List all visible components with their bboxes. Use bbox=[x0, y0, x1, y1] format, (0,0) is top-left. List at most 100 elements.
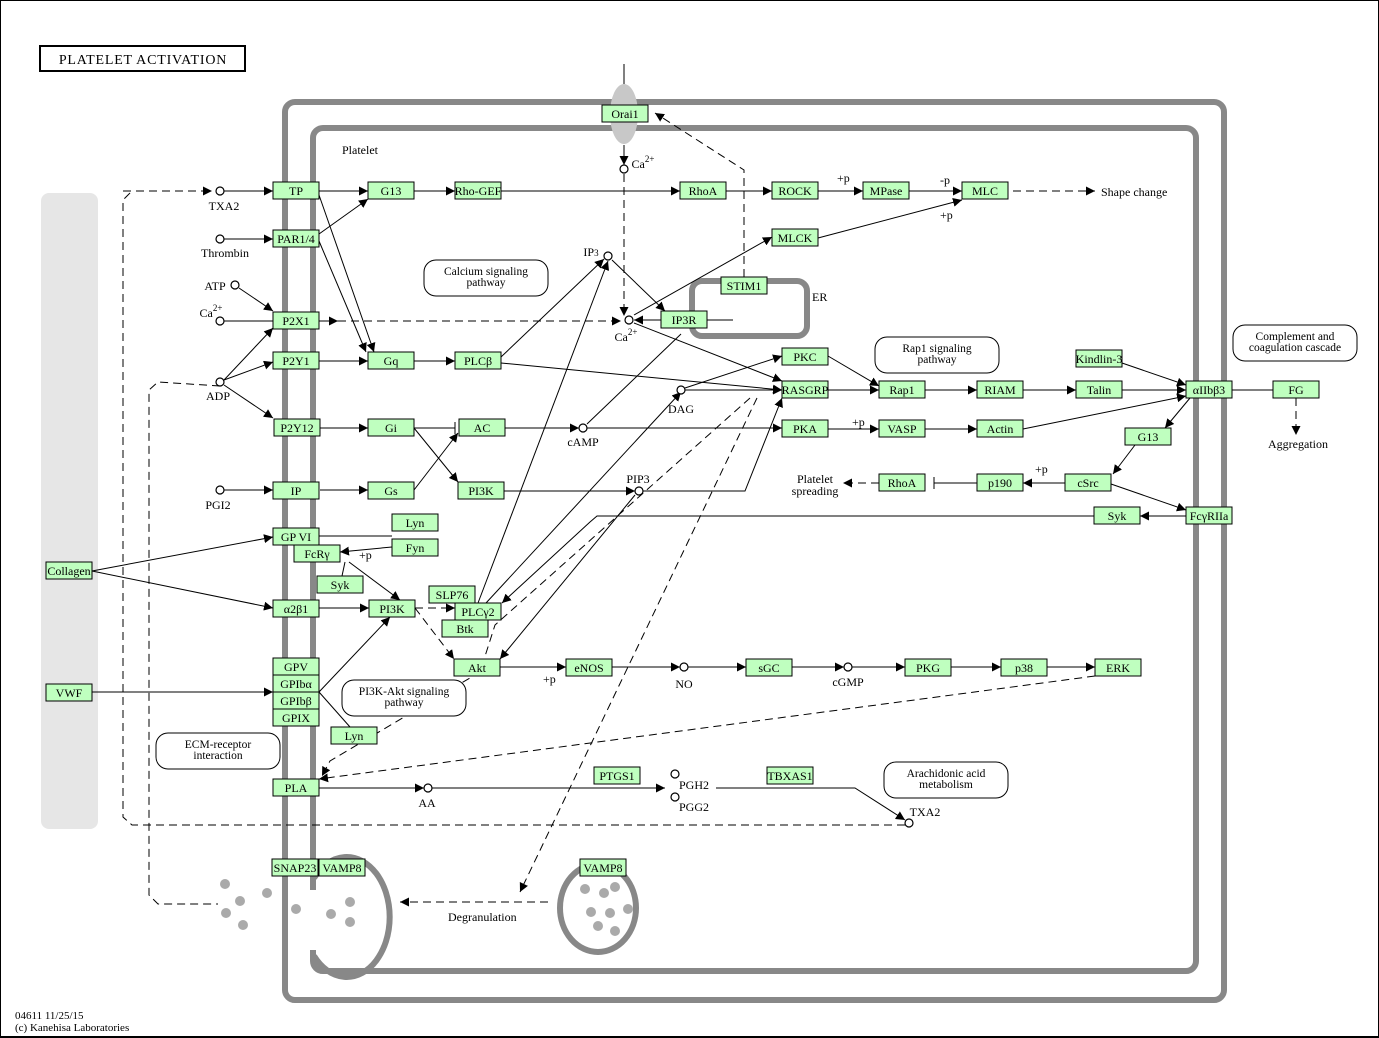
gene-mlck[interactable]: MLCK bbox=[771, 228, 819, 247]
compound-ca_out[interactable]: Ca2+ bbox=[200, 303, 225, 326]
gene-akt[interactable]: Akt bbox=[453, 658, 501, 677]
gene-par14[interactable]: PAR1/4 bbox=[272, 229, 320, 248]
edge bbox=[684, 354, 783, 389]
platelet-label: Platelet bbox=[342, 143, 379, 157]
gene-pi3k1[interactable]: PI3K bbox=[457, 481, 505, 500]
gene-plcb[interactable]: PLCβ bbox=[454, 351, 502, 370]
gene-gpvi[interactable]: GP VI bbox=[272, 527, 320, 546]
compound-dag[interactable]: DAG bbox=[668, 385, 694, 416]
gene-pkg[interactable]: PKG bbox=[904, 658, 952, 677]
gene-aiibb3[interactable]: αIIbβ3 bbox=[1185, 380, 1233, 399]
gene-tbxas1[interactable]: TBXAS1 bbox=[766, 766, 814, 785]
compound-ip3[interactable]: IP3 bbox=[583, 245, 613, 261]
gene-pi3k2[interactable]: PI3K bbox=[368, 599, 416, 618]
gene-riam[interactable]: RIAM bbox=[976, 380, 1024, 399]
gene-rhogef[interactable]: Rho-GEF bbox=[454, 181, 502, 200]
gene-csrc[interactable]: cSrc bbox=[1064, 473, 1112, 492]
compound-txa2_in[interactable]: TXA2 bbox=[209, 186, 240, 213]
gene-erk[interactable]: ERK bbox=[1094, 658, 1142, 677]
gene-pka[interactable]: PKA bbox=[781, 419, 829, 438]
gene-rhoa2[interactable]: RhoA bbox=[878, 473, 926, 492]
gene-a2b1[interactable]: α2β1 bbox=[272, 599, 320, 618]
gene-fcyriia[interactable]: FcγRIIa bbox=[1185, 506, 1233, 525]
gene-slp76[interactable]: SLP76 bbox=[428, 585, 476, 604]
gene-ip[interactable]: IP bbox=[272, 481, 320, 500]
gene-rap1[interactable]: Rap1 bbox=[878, 380, 926, 399]
gene-vwf[interactable]: VWF bbox=[45, 683, 93, 702]
gene-fyn[interactable]: Fyn bbox=[391, 538, 439, 557]
compound-aa[interactable]: AA bbox=[418, 783, 436, 810]
gene-tp[interactable]: TP bbox=[272, 181, 320, 200]
compound-pgi2[interactable]: PGI2 bbox=[205, 485, 231, 512]
granule-dot bbox=[586, 907, 596, 917]
gene-g13b[interactable]: G13 bbox=[1124, 427, 1172, 446]
gene-sgc[interactable]: sGC bbox=[745, 658, 793, 677]
compound-ca_orai[interactable]: Ca2+ bbox=[619, 154, 654, 174]
gene-gpibb[interactable]: GPIbβ bbox=[272, 691, 320, 710]
granule-dot bbox=[610, 882, 620, 892]
compound-pgg2[interactable]: PGG2 bbox=[670, 792, 709, 814]
compound-adp[interactable]: ADP bbox=[206, 377, 230, 403]
compound-pip3[interactable]: PIP3 bbox=[626, 472, 650, 496]
gene-p2y1[interactable]: P2Y1 bbox=[272, 351, 320, 370]
gene-p190[interactable]: p190 bbox=[976, 473, 1024, 492]
gene-btk[interactable]: Btk bbox=[441, 619, 489, 638]
gene-mpase[interactable]: MPase bbox=[862, 181, 910, 200]
gene-p2x1[interactable]: P2X1 bbox=[272, 311, 320, 330]
gene-plcy2[interactable]: PLCγ2 bbox=[454, 602, 502, 621]
gene-box bbox=[441, 619, 489, 638]
gene-fg[interactable]: FG bbox=[1272, 380, 1320, 399]
gene-ac[interactable]: AC bbox=[458, 418, 506, 437]
gene-gpiba[interactable]: GPIbα bbox=[272, 674, 320, 693]
gene-g13a[interactable]: G13 bbox=[367, 181, 415, 200]
gene-gpix[interactable]: GPIX bbox=[272, 708, 320, 727]
compound-cgmp[interactable]: cGMP bbox=[832, 662, 864, 689]
gene-syk1[interactable]: Syk bbox=[316, 575, 364, 594]
gene-gs[interactable]: Gs bbox=[367, 481, 415, 500]
gene-enos[interactable]: eNOS bbox=[565, 658, 613, 677]
gene-orai1[interactable]: Orai1 bbox=[601, 104, 649, 123]
gene-actin[interactable]: Actin bbox=[976, 419, 1024, 438]
gene-ptgs1[interactable]: PTGS1 bbox=[593, 766, 641, 785]
gene-mlc[interactable]: MLC bbox=[961, 181, 1009, 200]
gene-rock[interactable]: ROCK bbox=[771, 181, 819, 200]
compound-no[interactable]: NO bbox=[675, 662, 693, 691]
gene-ip3r[interactable]: IP3R bbox=[660, 310, 708, 329]
compound-camp[interactable]: cAMP bbox=[567, 423, 599, 449]
gene-pkc[interactable]: PKC bbox=[781, 347, 829, 366]
gene-kindlin3[interactable]: Kindlin-3 bbox=[1075, 349, 1123, 368]
gene-syk2[interactable]: Syk bbox=[1093, 506, 1141, 525]
gene-gq[interactable]: Gq bbox=[367, 351, 415, 370]
gene-p2y12[interactable]: P2Y12 bbox=[273, 418, 321, 437]
gene-rhoa1[interactable]: RhoA bbox=[679, 181, 727, 200]
phospho-label: +p bbox=[852, 415, 865, 429]
compound-pgh2[interactable]: PGH2 bbox=[670, 769, 709, 792]
gene-collagen[interactable]: Collagen bbox=[45, 561, 93, 580]
gene-rasgrp[interactable]: RASGRP bbox=[781, 380, 829, 399]
gene-snap23[interactable]: SNAP23 bbox=[271, 858, 319, 877]
gene-vamp8a[interactable]: VAMP8 bbox=[318, 858, 366, 877]
compound-txa2_out[interactable]: TXA2 bbox=[904, 805, 940, 828]
gene-stim1[interactable]: STIM1 bbox=[720, 276, 768, 295]
gene-lyn2[interactable]: Lyn bbox=[330, 726, 378, 745]
granule-dot bbox=[238, 920, 248, 930]
gene-lyn1[interactable]: Lyn bbox=[391, 513, 439, 532]
gene-gpv[interactable]: GPV bbox=[272, 657, 320, 676]
gene-p38[interactable]: p38 bbox=[1000, 658, 1048, 677]
compound-thrombin[interactable]: Thrombin bbox=[201, 234, 249, 260]
gene-talin[interactable]: Talin bbox=[1075, 380, 1123, 399]
gene-gi[interactable]: Gi bbox=[367, 418, 415, 437]
granule-dot bbox=[593, 921, 603, 931]
compound-atp[interactable]: ATP bbox=[204, 279, 240, 293]
gene-vasp[interactable]: VASP bbox=[878, 419, 926, 438]
gene-fcry[interactable]: FcRγ bbox=[293, 544, 341, 563]
gene-vamp8b[interactable]: VAMP8 bbox=[579, 858, 627, 877]
gene-pla[interactable]: PLA bbox=[272, 778, 320, 797]
